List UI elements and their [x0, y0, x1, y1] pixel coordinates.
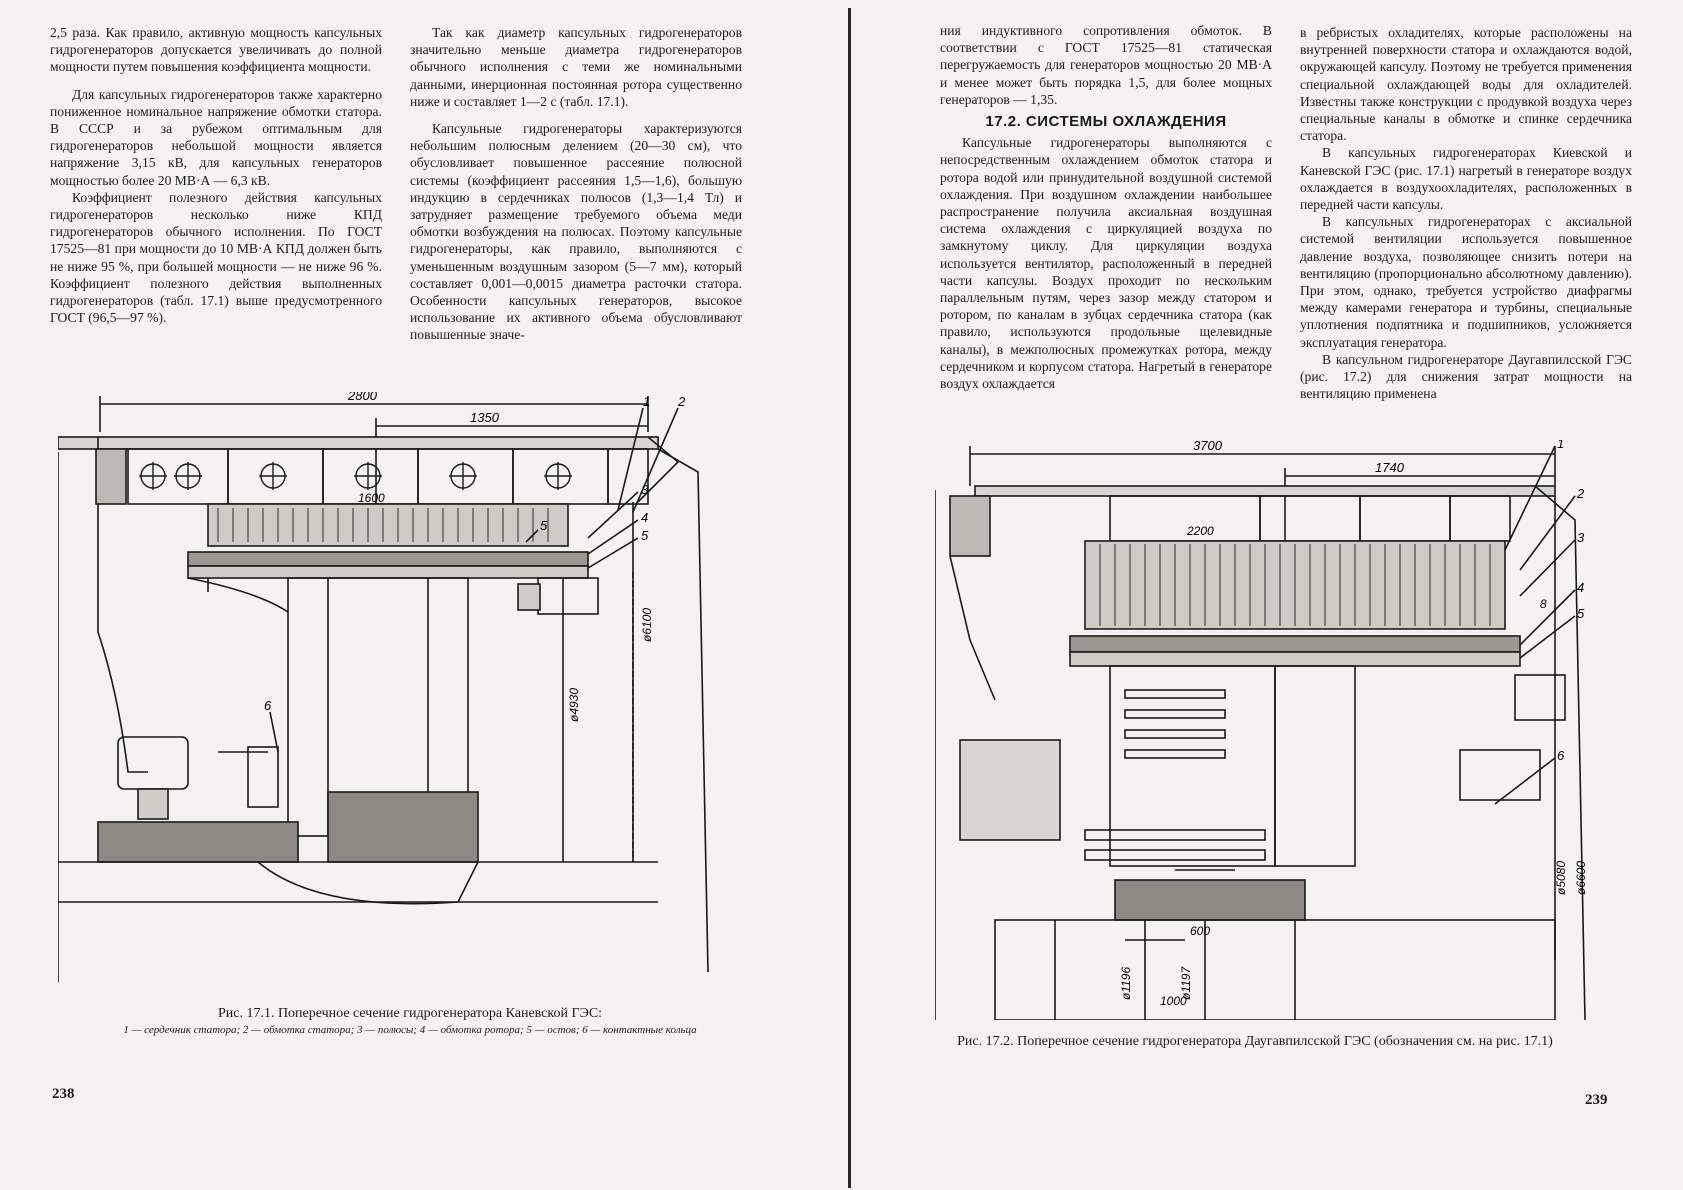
callout-label: 1 — [643, 394, 650, 409]
paragraph: в ребристых охладителях, которые располо… — [1300, 25, 1632, 144]
callout-label: 6 — [1557, 748, 1565, 763]
left-column-2: Так как диаметр капсульных гидрогенерато… — [410, 24, 742, 344]
callout-label: 2 — [677, 394, 686, 409]
callout-label: 4 — [1577, 580, 1584, 595]
page-number: 239 — [1585, 1092, 1608, 1108]
callout-label: 3 — [641, 482, 649, 497]
paragraph: Капсульные гидрогенераторы характеризуют… — [410, 121, 742, 343]
dim-label: ø6600 — [1574, 861, 1588, 895]
caption-title: Рис. 17.1. Поперечное сечение гидрогенер… — [217, 1006, 603, 1021]
paragraph: В капсульных гидрогенераторах с аксиальн… — [1300, 214, 1632, 350]
dim-label: 1000 — [1160, 994, 1187, 1008]
dim-label: 1350 — [470, 410, 500, 425]
paragraph: 2,5 раза. Как правило, активную мощность… — [50, 25, 382, 75]
section-heading: 17.2. СИСТЕМЫ ОХЛАЖДЕНИЯ — [985, 113, 1227, 131]
right-column-1: ния индуктивного сопротивления обмоток. … — [940, 22, 1272, 392]
dim-label: ø5080 — [1554, 861, 1568, 895]
dim-label: ø6100 — [640, 608, 654, 642]
paragraph: Капсульные гидрогенераторы выполняются с… — [940, 135, 1272, 392]
left-column-1: 2,5 раза. Как правило, активную мощность… — [50, 24, 382, 326]
page-number: 238 — [52, 1086, 75, 1102]
callout-label: 4 — [641, 510, 648, 525]
dim-label: ø1196 — [1119, 967, 1133, 1000]
caption-legend: 1 — сердечник статора; 2 — обмотка стато… — [123, 1024, 697, 1036]
figure-17-2: 3700 1740 2200 8 ø5080 ø6600 ø1196 ø1197… — [935, 440, 1588, 1020]
callout-label: 1 — [1557, 440, 1564, 451]
paragraph: Коэффициент полезного действия капсульны… — [50, 189, 382, 326]
dim-label: 8 — [1540, 597, 1547, 611]
dim-label: 1600 — [358, 491, 385, 505]
dim-label: 2800 — [347, 392, 378, 403]
dim-label: 2200 — [1186, 524, 1214, 538]
callout-label: 2 — [1576, 486, 1585, 501]
callout-label: 3 — [1577, 530, 1585, 545]
paragraph: Так как диаметр капсульных гидрогенерато… — [410, 25, 742, 109]
dim-label: ø4930 — [567, 688, 581, 722]
page-gutter — [848, 8, 851, 1188]
figure-caption: Рис. 17.1. Поперечное сечение гидрогенер… — [60, 1006, 760, 1038]
paragraph: В капсульных гидрогенераторах Киевской и… — [1300, 145, 1632, 213]
callout-label: 5 — [641, 528, 649, 543]
dim-label: 600 — [1190, 924, 1210, 938]
paragraph: В капсульном гидрогенераторе Даугавпилсс… — [1300, 351, 1632, 402]
callout-label: 5 — [540, 518, 548, 533]
figure-17-1: 2800 1350 1600 ø6100 ø4930 1 2 3 4 5 6 5 — [58, 392, 709, 982]
right-column-2: в ребристых охладителях, которые располо… — [1300, 24, 1632, 402]
dim-label: ø1197 — [1179, 966, 1193, 1000]
figure-caption: Рис. 17.2. Поперечное сечение гидрогенер… — [957, 1034, 1553, 1049]
paragraph: Для капсульных гидрогенераторов также ха… — [50, 86, 382, 188]
dim-label: 3700 — [1193, 440, 1223, 453]
callout-label: 6 — [264, 698, 272, 713]
paragraph: ния индуктивного сопротивления обмоток. … — [940, 23, 1272, 107]
dim-label: 1740 — [1375, 460, 1405, 475]
callout-label: 5 — [1577, 606, 1585, 621]
